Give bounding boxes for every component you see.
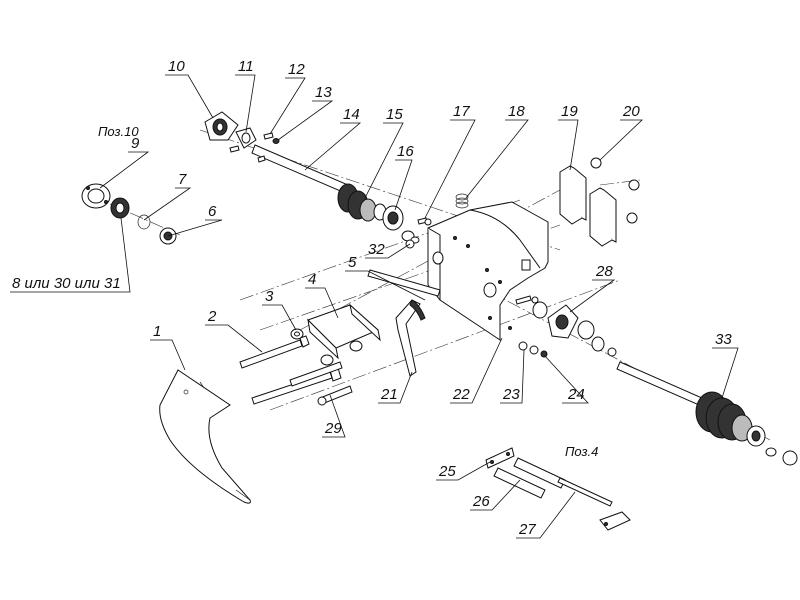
label-part-32: 32 — [368, 241, 385, 258]
part-27-rod — [557, 477, 631, 531]
callout-labels: 1 2 3 4 5 6 7 8 или 30 или 31 9 10 11 12… — [12, 58, 732, 538]
label-part-12: 12 — [288, 61, 305, 78]
part-12-13-screws — [229, 132, 280, 163]
note-pos-4: Поз.4 — [565, 444, 598, 459]
label-part-18: 18 — [508, 103, 525, 120]
label-part-6: 6 — [208, 203, 217, 220]
label-part-8: 8 или 30 или 31 — [12, 275, 121, 292]
part-22-housing — [427, 201, 549, 341]
part-29-pins — [251, 361, 353, 406]
label-part-3: 3 — [265, 288, 274, 305]
label-part-26: 26 — [472, 493, 490, 510]
part-14-shaft — [251, 144, 356, 197]
part-2-bolt — [239, 335, 310, 369]
part-21-lever — [395, 299, 426, 377]
label-part-24: 24 — [567, 386, 585, 403]
part-16-bearing — [382, 205, 420, 244]
part-8-bearing — [110, 197, 130, 219]
part-5-axle — [367, 269, 441, 297]
part-17-bolt — [417, 217, 432, 226]
part-33-shaft-sprocket — [616, 361, 798, 466]
label-part-2: 2 — [207, 308, 217, 325]
label-part-1: 1 — [153, 323, 161, 340]
label-part-23: 23 — [502, 386, 520, 403]
note-pos-10: Поз.10 — [98, 124, 139, 139]
label-part-17: 17 — [453, 103, 470, 120]
label-part-20: 20 — [622, 103, 640, 120]
label-part-25: 25 — [438, 463, 456, 480]
label-part-16: 16 — [397, 143, 414, 160]
part-19-clamp-plates — [559, 165, 617, 247]
label-part-7: 7 — [178, 171, 187, 188]
part-3-washer — [290, 328, 304, 340]
part-23-24-fasteners — [515, 295, 548, 358]
label-part-11: 11 — [238, 58, 254, 75]
label-part-10: 10 — [168, 58, 185, 75]
part-9-cover — [81, 183, 111, 209]
label-part-21: 21 — [380, 386, 398, 403]
part-26-sleeves — [493, 457, 566, 499]
sub-assembly-notes: Поз.10 Поз.4 — [98, 124, 598, 459]
label-part-13: 13 — [315, 84, 332, 101]
part-4-bracket — [307, 303, 381, 366]
label-part-22: 22 — [452, 386, 470, 403]
part-11-housing — [235, 127, 257, 149]
label-part-19: 19 — [561, 103, 578, 120]
label-part-5: 5 — [348, 254, 357, 271]
part-28-bearing-flange — [531, 296, 617, 357]
label-part-4: 4 — [308, 271, 316, 288]
label-part-14: 14 — [343, 106, 360, 123]
part-10-flange-bearing — [204, 111, 239, 141]
label-part-29: 29 — [324, 420, 342, 437]
part-15-sprocket — [337, 183, 387, 222]
label-part-9: 9 — [131, 135, 140, 152]
leader-lines — [10, 74, 739, 539]
part-1-blade — [159, 369, 251, 504]
label-part-33: 33 — [715, 331, 732, 348]
label-part-15: 15 — [386, 106, 403, 123]
part-20-nuts — [590, 157, 640, 224]
label-part-28: 28 — [595, 263, 613, 280]
part-7-circlip — [137, 214, 151, 230]
label-part-27: 27 — [518, 521, 536, 538]
part-18-spring — [455, 193, 469, 209]
part-25-plate — [485, 447, 515, 469]
